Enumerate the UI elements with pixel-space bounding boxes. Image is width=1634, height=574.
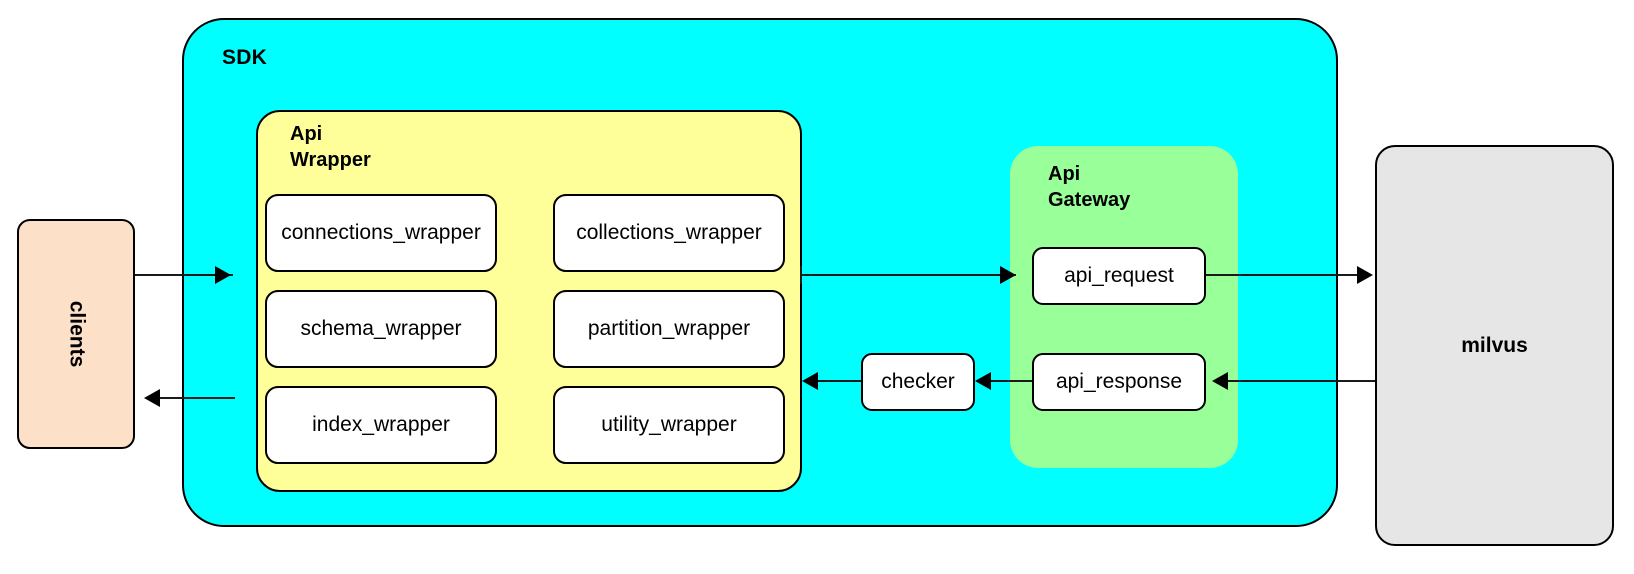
module-api-request[interactable]: api_request [1032, 247, 1206, 305]
connector-api-response-to-checker [991, 380, 1032, 382]
module-partition-wrapper[interactable]: partition_wrapper [553, 290, 785, 368]
module-label: api_response [1055, 370, 1183, 393]
module-label: partition_wrapper [587, 317, 751, 340]
connector-clients-to-api-wrapper [135, 274, 233, 276]
connector-api-wrapper-to-clients [160, 397, 235, 399]
connector-api-request-to-milvus [1206, 274, 1358, 276]
module-label: schema_wrapper [300, 317, 462, 340]
connector-checker-to-api-wrapper [818, 380, 861, 382]
api-gateway-container[interactable]: Api Gateway [1010, 146, 1238, 468]
module-label: index_wrapper [312, 413, 450, 436]
clients-node[interactable]: clients [17, 219, 135, 449]
connector-api-wrapper-to-api-request [800, 274, 1016, 276]
milvus-node[interactable]: milvus [1375, 145, 1614, 546]
arrowhead-right-icon [215, 266, 231, 284]
module-label: connections_wrapper [281, 221, 481, 244]
arrowhead-right-icon [1000, 266, 1016, 284]
checker-node[interactable]: checker [861, 353, 975, 411]
module-api-response[interactable]: api_response [1032, 353, 1206, 411]
module-connections-wrapper[interactable]: connections_wrapper [265, 194, 497, 272]
arrowhead-left-icon [1212, 372, 1228, 390]
arrowhead-left-icon [144, 389, 160, 407]
connector-stub-api-wrapper [800, 266, 802, 284]
module-label: collections_wrapper [576, 221, 762, 244]
connector-milvus-to-api-response [1228, 380, 1375, 382]
sdk-label: SDK [222, 46, 267, 69]
api-wrapper-label: Api Wrapper [290, 123, 371, 171]
arrowhead-right-icon [1357, 266, 1373, 284]
milvus-label: milvus [1461, 333, 1528, 357]
module-label: utility_wrapper [601, 413, 737, 436]
arrowhead-left-icon [802, 372, 818, 390]
arrowhead-left-icon [975, 372, 991, 390]
api-gateway-label: Api Gateway [1048, 163, 1131, 211]
module-collections-wrapper[interactable]: collections_wrapper [553, 194, 785, 272]
module-label: api_request [1064, 264, 1174, 287]
module-index-wrapper[interactable]: index_wrapper [265, 386, 497, 464]
checker-label: checker [881, 370, 955, 393]
module-schema-wrapper[interactable]: schema_wrapper [265, 290, 497, 368]
clients-label: clients [65, 300, 88, 368]
module-utility-wrapper[interactable]: utility_wrapper [553, 386, 785, 464]
